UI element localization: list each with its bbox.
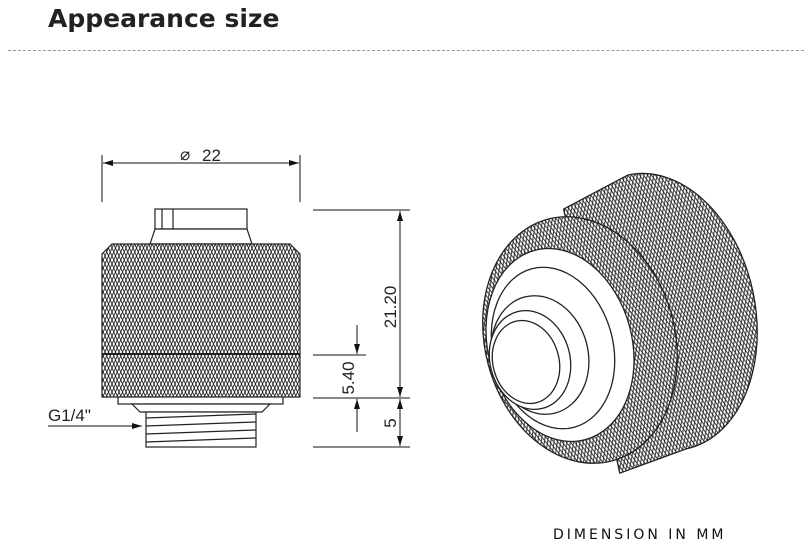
diameter-symbol: ⌀: [180, 145, 190, 164]
side-view: [101, 208, 301, 448]
total-height-label: 21.20: [381, 286, 400, 329]
thread-length-label: 5: [381, 418, 400, 427]
diameter-dimension: [101, 155, 301, 202]
ring-height-label: 5.40: [339, 361, 358, 394]
page-title: Appearance size: [48, 4, 280, 33]
thread-label: G1/4": [48, 406, 91, 425]
height-dimensions: [313, 209, 410, 448]
diameter-label: 22: [202, 146, 221, 165]
perspective-view: [482, 172, 758, 475]
dashed-divider: [8, 50, 804, 51]
thread: [145, 411, 257, 448]
units-note: DIMENSION IN MM: [553, 527, 727, 543]
